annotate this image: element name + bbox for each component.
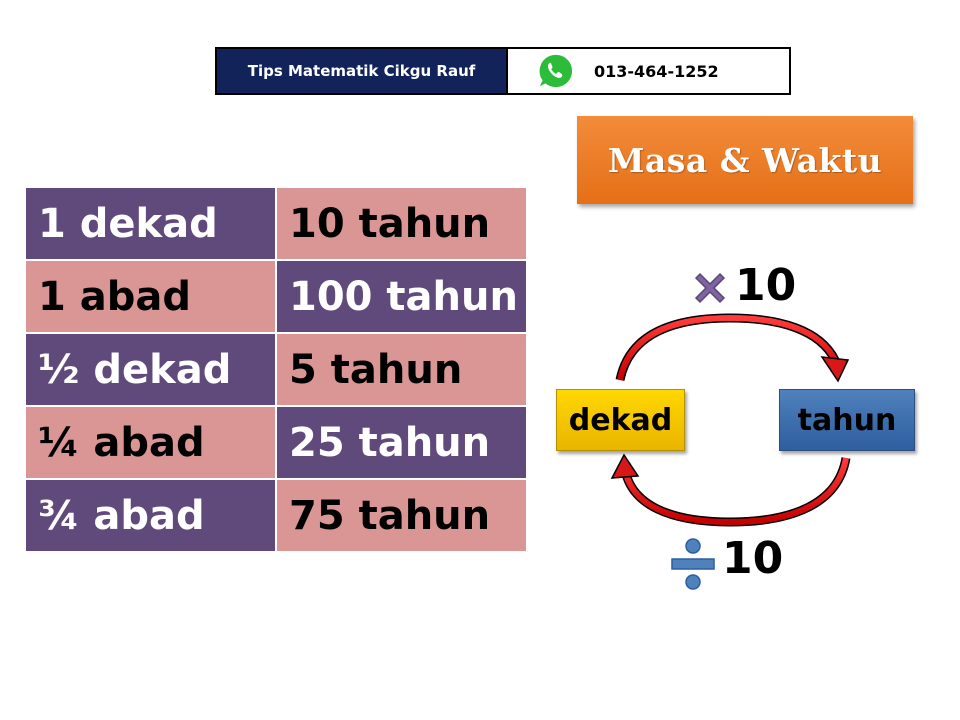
divide-icon bbox=[671, 538, 715, 590]
tahun-box: tahun bbox=[779, 389, 915, 451]
unit-cell: ¾ abad bbox=[24, 478, 277, 553]
table-row: ¾ abad 75 tahun bbox=[24, 478, 528, 553]
whatsapp-icon bbox=[539, 54, 573, 88]
unit-cell: 1 dekad bbox=[24, 186, 277, 261]
value-cell: 5 tahun bbox=[275, 332, 528, 407]
multiply-factor: 10 bbox=[735, 260, 797, 311]
table-row: ½ dekad 5 tahun bbox=[24, 332, 528, 407]
page-title: Masa & Waktu bbox=[577, 116, 913, 204]
table-row: 1 dekad 10 tahun bbox=[24, 186, 528, 261]
value-cell: 100 tahun bbox=[275, 259, 528, 334]
value-cell: 10 tahun bbox=[275, 186, 528, 261]
table-row: ¼ abad 25 tahun bbox=[24, 405, 528, 480]
multiply-arrow bbox=[615, 313, 840, 382]
contact-section: 013-464-1252 bbox=[506, 49, 789, 93]
unit-cell: 1 abad bbox=[24, 259, 277, 334]
divide-arrow bbox=[620, 457, 851, 527]
table-row: 1 abad 100 tahun bbox=[24, 259, 528, 334]
divide-arrowhead bbox=[610, 453, 640, 479]
phone-number: 013-464-1252 bbox=[594, 61, 719, 81]
value-cell: 25 tahun bbox=[275, 405, 528, 480]
unit-cell: ½ dekad bbox=[24, 332, 277, 407]
divide-factor: 10 bbox=[722, 533, 784, 584]
dekad-box: dekad bbox=[556, 389, 685, 451]
multiply-icon bbox=[694, 272, 726, 304]
header-banner: Tips Matematik Cikgu Rauf 013-464-1252 bbox=[215, 47, 791, 95]
conversion-table: 1 dekad 10 tahun 1 abad 100 tahun ½ deka… bbox=[24, 186, 528, 553]
unit-cell: ¼ abad bbox=[24, 405, 277, 480]
value-cell: 75 tahun bbox=[275, 478, 528, 553]
brand-label: Tips Matematik Cikgu Rauf bbox=[217, 49, 506, 93]
multiply-arrowhead bbox=[820, 356, 850, 383]
